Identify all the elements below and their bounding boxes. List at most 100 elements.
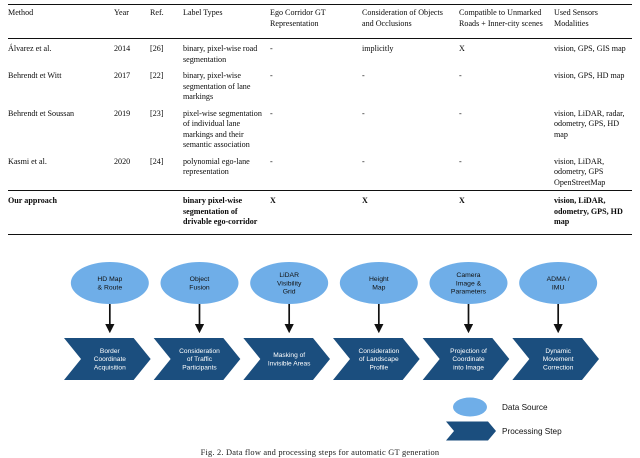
cell-label-types: binary, pixel-wise road segmentation — [183, 38, 270, 68]
data-source-shape[interactable] — [429, 262, 508, 304]
data-source-label-line: Visibility — [277, 280, 302, 287]
data-source-label-line: Grid — [283, 289, 296, 296]
table-header-ego-representation: Ego Corridor GT Representation — [270, 3, 362, 39]
cell-method: Our approach — [8, 190, 114, 235]
data-source-label-line: HD Map — [97, 276, 122, 283]
cell-year: 2020 — [114, 156, 131, 166]
data-source-shape[interactable] — [339, 262, 418, 304]
cell-ego-representation: X — [270, 190, 362, 235]
table-row: Álvarez et al. 2014 [26] binary, pixel-w… — [8, 38, 632, 68]
cell-occlusions: - — [362, 156, 365, 166]
cell-sensors: vision, LiDAR, odometry, GPS OpenStreetM… — [554, 156, 606, 187]
data-source-label-line: Parameters — [451, 289, 487, 296]
table-header-year: Year — [114, 3, 150, 39]
cell-unmarked-roads: X — [459, 190, 554, 235]
legend-processing-step-icon — [446, 421, 496, 441]
cell-label-types: binary, pixel-wise segmentation of lane … — [183, 71, 251, 102]
table-row: Behrendt et Soussan 2019 [23] pixel-wise… — [8, 105, 632, 153]
data-source-label-line: Camera — [456, 272, 480, 279]
processing-step-shape[interactable] — [333, 338, 420, 380]
data-source-label-line: & Route — [98, 284, 123, 291]
cell-year: 2014 — [114, 38, 150, 68]
table-row-our-approach: Our approach binary pixel-wise segmentat… — [8, 190, 632, 235]
comparison-table: Method Year Ref. Label Types Ego Corrido… — [8, 3, 632, 235]
table-row: Behrendt et Witt 2017 [22] binary, pixel… — [8, 67, 632, 105]
processing-step-shape[interactable] — [64, 338, 151, 380]
processing-step-label-line: Consideration — [179, 348, 220, 355]
cell-ref — [150, 190, 183, 235]
data-source-label-line: Fusion — [189, 284, 210, 291]
cell-ego-representation: - — [270, 156, 273, 166]
processing-step-shape[interactable] — [512, 338, 599, 380]
comparison-table-container: Method Year Ref. Label Types Ego Corrido… — [8, 3, 632, 235]
cell-method: Behrendt et Soussan — [8, 108, 75, 118]
cell-occlusions: - — [362, 108, 365, 118]
cell-unmarked-roads: - — [459, 156, 462, 166]
cell-ego-representation: - — [270, 71, 273, 81]
processing-step-label-line: Dynamic — [545, 348, 571, 355]
cell-ref: [23] — [150, 108, 164, 118]
legend-item-legend-processing-step: Processing Step — [446, 421, 562, 441]
data-source-shape[interactable] — [70, 262, 149, 304]
processing-step-shape[interactable] — [153, 338, 241, 380]
processing-step-label-line: into Image — [453, 364, 484, 371]
cell-ref: [22] — [150, 71, 164, 81]
processing-step-label-line: Masking of — [273, 352, 305, 359]
table-header-method: Method — [8, 3, 114, 39]
cell-year: 2019 — [114, 108, 131, 118]
processing-step-label-line: Consideration — [358, 348, 399, 355]
processing-step-label-line: Acquisition — [94, 364, 126, 371]
data-source-label: ADMA /IMU — [547, 276, 570, 291]
data-source-shape[interactable] — [160, 262, 239, 304]
cell-ref: [24] — [150, 156, 164, 166]
processing-step-shape[interactable] — [422, 338, 510, 380]
data-source-shape[interactable] — [519, 262, 598, 304]
data-source-adma-imu[interactable]: ADMA /IMU — [519, 262, 598, 304]
table-header-row: Method Year Ref. Label Types Ego Corrido… — [8, 3, 632, 39]
cell-ref: [26] — [150, 38, 183, 68]
cell-sensors: vision, GPS, GIS map — [554, 38, 632, 68]
data-source-label-line: ADMA / — [547, 276, 570, 283]
data-source-label-line: IMU — [552, 284, 565, 291]
processing-step-label-line: Projection of — [450, 348, 487, 355]
cell-method: Kasmi et al. — [8, 156, 47, 166]
cell-method: Behrendt et Witt — [8, 71, 62, 81]
processing-step-label-line: Coordinate — [452, 356, 485, 363]
table-header-occlusions: Consideration of Objects and Occlusions — [362, 3, 459, 39]
table-header-label-types: Label Types — [183, 3, 270, 39]
processing-step-label-line: Invisible Areas — [268, 360, 311, 367]
cell-label-types: pixel-wise segmentation of individual la… — [183, 108, 262, 150]
processing-step-label-line: Coordinate — [94, 356, 127, 363]
processing-step-shape[interactable] — [243, 338, 330, 380]
processing-step-label-line: Correction — [543, 364, 574, 371]
data-source-shape[interactable] — [250, 262, 329, 304]
cell-occlusions: X — [362, 190, 459, 235]
cell-year: 2017 — [114, 71, 131, 81]
data-source-label-line: Map — [372, 284, 385, 291]
data-source-hd-map-route[interactable]: HD Map& Route — [70, 262, 149, 304]
data-source-label-line: Height — [369, 276, 389, 283]
cell-ego-representation: - — [270, 108, 273, 118]
cell-method: Álvarez et al. — [8, 38, 114, 68]
